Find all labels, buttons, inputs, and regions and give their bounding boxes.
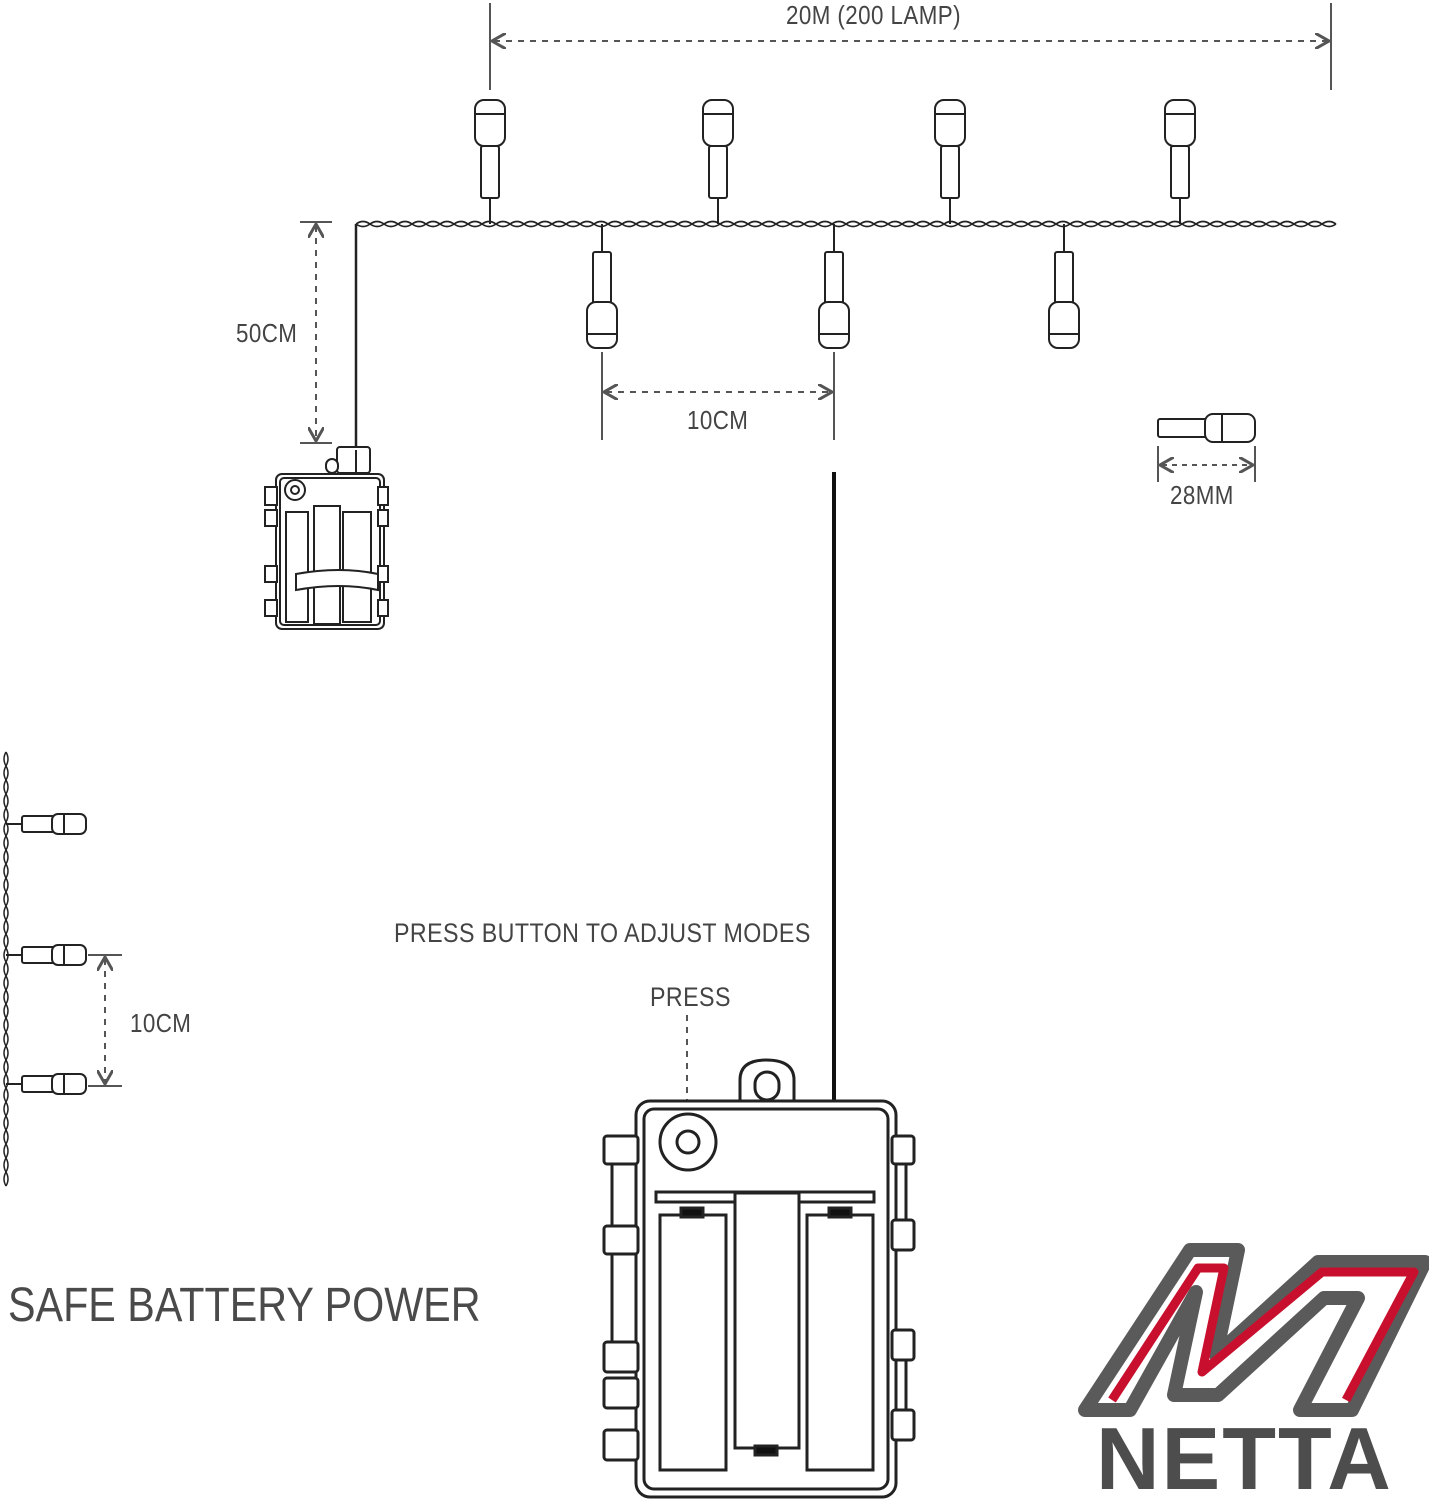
press-label: PRESS [650,982,731,1012]
bulb-spacing-side-label: 10CM [130,1008,192,1038]
small-battery-box [264,446,389,630]
lead-length-dimension [300,221,332,444]
side-bulb [6,813,87,835]
single-bulb [1157,413,1256,443]
lower-bulb [1048,224,1080,349]
total-length-dimension [489,3,1332,90]
lower-bulb [586,224,618,349]
bulb-size-dimension [1157,446,1256,482]
large-battery-box [602,1058,916,1499]
upper-bulb [702,99,734,224]
total-length-label: 20M (200 LAMP) [786,0,962,30]
lead-length-label: 50CM [236,318,298,348]
netta-logo-icon [1078,1243,1429,1417]
headline: SAFE BATTERY POWER [8,1279,481,1332]
instruction-text: PRESS BUTTON TO ADJUST MODES [394,918,811,948]
upper-bulb [474,99,506,224]
bulb-size-label: 28MM [1170,480,1234,510]
side-wire [3,751,9,1187]
lower-bulbs [586,224,1080,349]
side-bulbs [6,813,87,1095]
upper-bulb [934,99,966,224]
lower-bulb [818,224,850,349]
main-wire [355,220,1337,228]
side-bulb [6,1073,87,1095]
upper-bulb [1164,99,1196,224]
upper-bulbs [474,99,1196,224]
bulb-spacing-dimension-side [88,954,122,1087]
brand-name: NETTA [1096,1409,1393,1508]
bulb-spacing-dimension-top [601,352,835,440]
side-bulb [6,944,87,966]
bulb-spacing-top-label: 10CM [687,405,749,435]
